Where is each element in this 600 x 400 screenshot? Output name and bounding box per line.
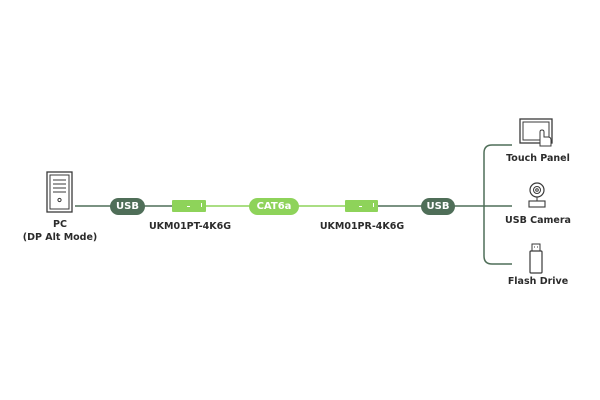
flash-drive-icon xyxy=(529,243,543,274)
webcam-icon xyxy=(528,182,546,208)
usb-badge-left: USB xyxy=(110,198,145,215)
cat6a-badge: CAT6a xyxy=(249,198,299,215)
branch-bracket xyxy=(483,144,512,265)
pc-subtitle: (DP Alt Mode) xyxy=(22,232,98,243)
pc-label: PC xyxy=(53,219,67,230)
receiver-model: UKM01PR-4K6G xyxy=(319,221,405,232)
receiver-device xyxy=(345,200,378,212)
transmitter-device xyxy=(172,200,206,212)
usb-badge-right: USB xyxy=(421,198,455,215)
peripheral-label-flash-drive: Flash Drive xyxy=(507,276,569,287)
peripheral-label-touch-panel: Touch Panel xyxy=(506,153,570,164)
pc-tower-icon xyxy=(46,171,73,213)
peripheral-label-usb-camera: USB Camera xyxy=(505,215,571,226)
touch-panel-icon xyxy=(519,118,553,147)
transmitter-model: UKM01PT-4K6G xyxy=(148,221,232,232)
